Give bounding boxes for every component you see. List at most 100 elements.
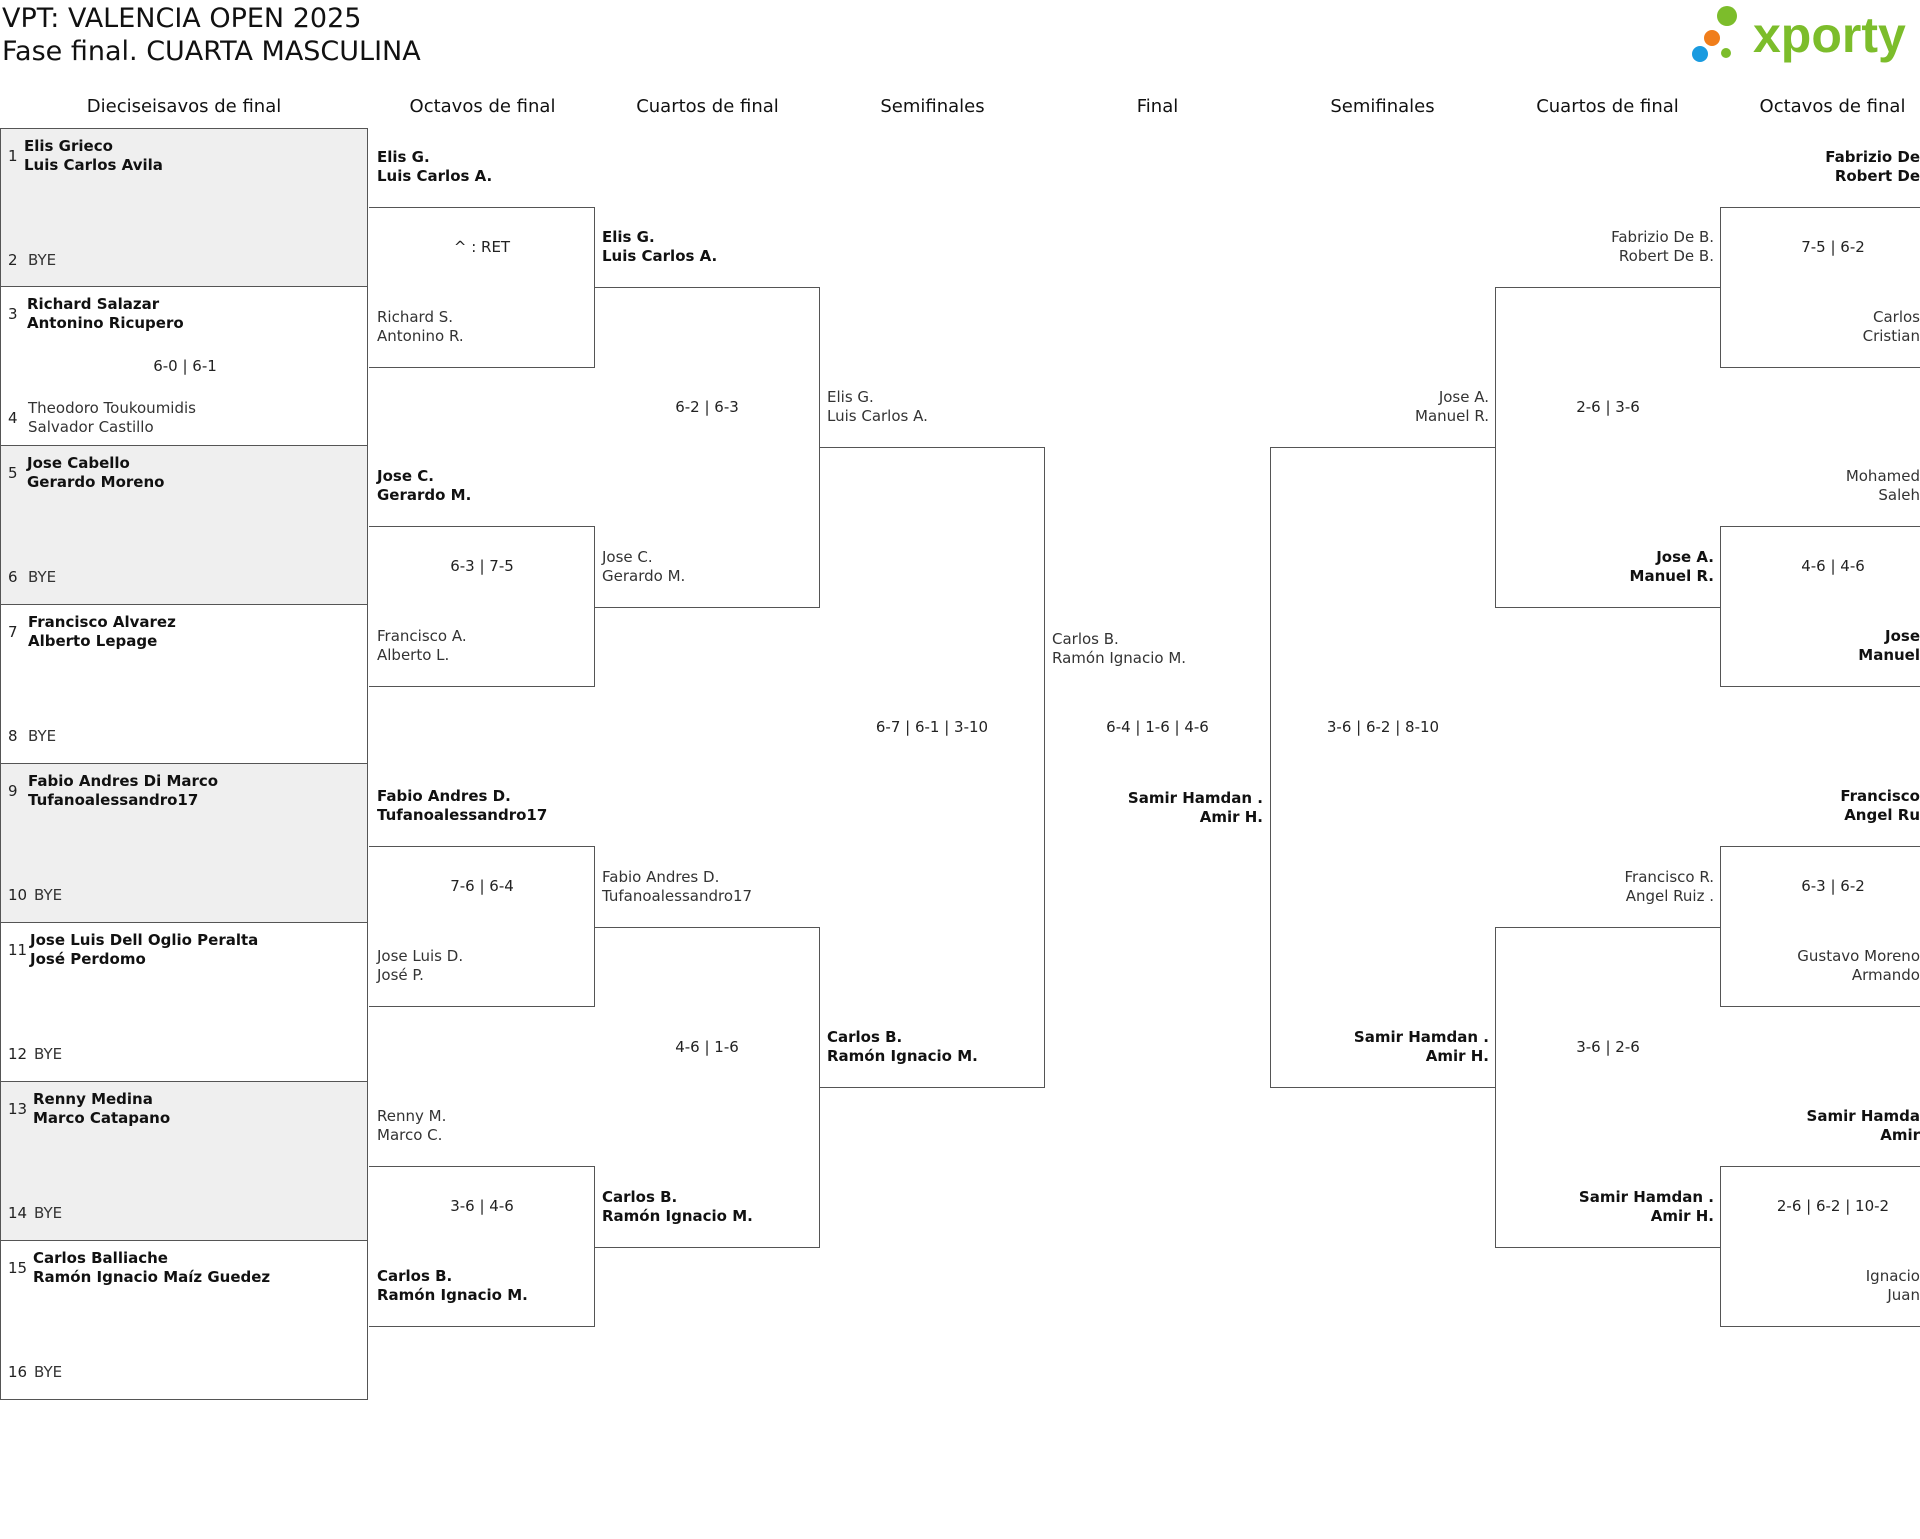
team-b: BYE (34, 1204, 63, 1222)
r16-right-bracket-2 (1720, 526, 1920, 687)
col-sf-right: Semifinales (1330, 96, 1435, 117)
sf-right-bracket (1270, 447, 1496, 1088)
seed-b: 8 (8, 727, 18, 745)
r16-left-3-score: 7-6 | 6-4 (450, 877, 514, 895)
qf-right-1-team-b: Jose A.Manuel R. (1629, 548, 1714, 585)
sf-right-score: 3-6 | 6-2 | 8-10 (1326, 718, 1440, 736)
r16-right-2-score: 4-6 | 4-6 (1801, 557, 1865, 575)
logo-dot-green (1717, 6, 1737, 26)
team-b: BYE (34, 886, 63, 904)
r16-left-4-score: 3-6 | 4-6 (450, 1197, 514, 1215)
r16-right-3-score: 6-3 | 6-2 (1801, 877, 1865, 895)
seed-a: 11 (8, 941, 28, 959)
r16-left-4-team-b: Carlos B.Ramón Ignacio M. (377, 1267, 528, 1304)
xporty-logo: xporty (1692, 6, 1906, 63)
sf-left-team-a: Elis G.Luis Carlos A. (827, 388, 928, 425)
r16-left-bracket-4 (369, 1166, 595, 1327)
seed-b: 4 (8, 409, 18, 427)
r16-right-bracket-3 (1720, 846, 1920, 1007)
sf-left-team-b: Carlos B.Ramón Ignacio M. (827, 1028, 978, 1065)
r16-left-3-team-a: Fabio Andres D.Tufanoalessandro17 (377, 787, 548, 824)
qf-right-bracket-1 (1495, 287, 1721, 608)
seed-b: 14 (8, 1204, 28, 1222)
r16-right-1-score: 7-5 | 6-2 (1801, 238, 1865, 256)
seed-a: 5 (8, 464, 18, 482)
col-final: Final (1136, 96, 1179, 117)
r16-right-bracket-4 (1720, 1166, 1920, 1327)
r16-left-4-team-a: Renny M.Marco C. (377, 1107, 447, 1144)
qf-right-2-team-b: Samir Hamdan .Amir H. (1578, 1188, 1714, 1225)
qf-right-1-score: 2-6 | 3-6 (1576, 398, 1640, 416)
qf-right-2-team-a: Francisco R.Angel Ruiz . (1624, 868, 1714, 905)
seed-b: 6 (8, 568, 18, 586)
match-score: 6-0 | 6-1 (153, 357, 217, 375)
r16-left-bracket-3 (369, 846, 595, 1007)
r16-left-1-team-b: Richard S.Antonino R. (377, 308, 464, 345)
col-sf-left: Semifinales (880, 96, 985, 117)
seed-a: 15 (8, 1259, 28, 1277)
seed-b: 10 (8, 886, 28, 904)
r16-left-2-team-b: Francisco A.Alberto L. (377, 627, 467, 664)
qf-right-1-team-a: Fabrizio De B.Robert De B. (1611, 228, 1714, 265)
seed-b: 2 (8, 251, 18, 269)
col-r16-right: Octavos de final (1759, 96, 1906, 117)
qf-left-1-score: 6-2 | 6-3 (675, 398, 739, 416)
sf-left-score: 6-7 | 6-1 | 3-10 (875, 718, 989, 736)
seed-b: 12 (8, 1045, 28, 1063)
seed-b: 16 (8, 1363, 28, 1381)
r16-left-2-score: 6-3 | 7-5 (450, 557, 514, 575)
col-qf-left: Cuartos de final (636, 96, 779, 117)
qf-left-2-score: 4-6 | 1-6 (675, 1038, 739, 1056)
team-b: BYE (28, 568, 57, 586)
r16-left-1-score: ^ : RET (453, 238, 511, 256)
team-b: BYE (28, 251, 57, 269)
qf-right-bracket-2 (1495, 927, 1721, 1248)
qf-left-2-team-b: Carlos B.Ramón Ignacio M. (602, 1188, 753, 1225)
team-b: BYE (28, 727, 57, 745)
page-title: VPT: VALENCIA OPEN 2025 Fase final. CUAR… (2, 2, 421, 68)
qf-left-1-team-a: Elis G.Luis Carlos A. (602, 228, 718, 265)
logo-dot-blue (1692, 46, 1708, 62)
logo-dot-small (1721, 48, 1731, 58)
r16-right-bracket-1 (1720, 207, 1920, 368)
seed-a: 3 (8, 305, 18, 323)
seed-a: 1 (8, 147, 18, 165)
col-qf-right: Cuartos de final (1536, 96, 1679, 117)
col-r16-left: Octavos de final (409, 96, 556, 117)
r16-left-1-team-a: Elis G.Luis Carlos A. (377, 148, 493, 185)
title-line-1: VPT: VALENCIA OPEN 2025 (2, 3, 362, 34)
qf-left-1-team-b: Jose C.Gerardo M. (602, 548, 686, 585)
r16-right-4-score: 2-6 | 6-2 | 10-2 (1776, 1197, 1890, 1215)
col-r32: Dieciseisavos de final (86, 96, 282, 117)
qf-left-2-team-a: Fabio Andres D.Tufanoalessandro17 (602, 868, 753, 905)
final-team-b: Samir Hamdan .Amir H. (1127, 789, 1263, 826)
r16-left-2-team-a: Jose C.Gerardo M. (377, 467, 472, 504)
logo-text: xporty (1753, 7, 1906, 63)
qf-right-2-score: 3-6 | 2-6 (1576, 1038, 1640, 1056)
seed-a: 13 (8, 1100, 28, 1118)
team-b: BYE (34, 1363, 63, 1381)
r16-left-bracket-2 (369, 526, 595, 687)
logo-dot-orange (1704, 30, 1720, 46)
final-team-a: Carlos B.Ramón Ignacio M. (1052, 630, 1187, 667)
team-b: BYE (34, 1045, 63, 1063)
